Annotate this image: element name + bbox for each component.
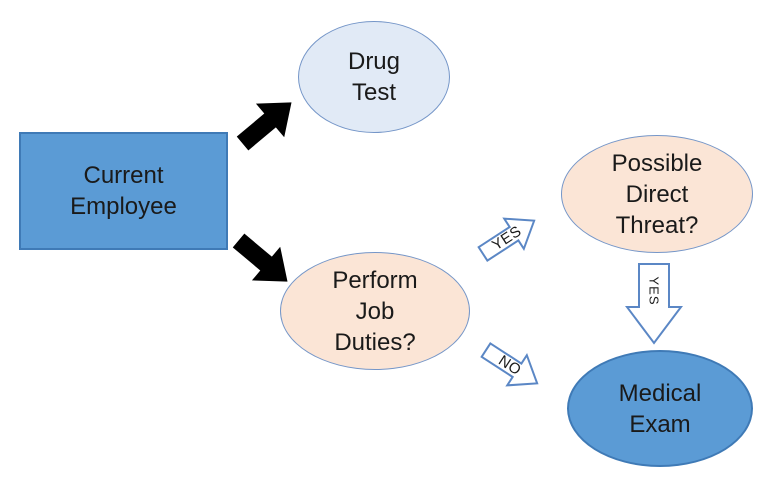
node-label-line: Test <box>351 79 396 106</box>
yes-label-vertical: YES <box>646 276 662 306</box>
node-label-line: Exam <box>629 410 691 438</box>
yes-arrow-perform-to-threat: YES <box>471 203 546 271</box>
node-label-line: Possible <box>611 149 703 177</box>
node-label-line: Drug <box>347 48 401 75</box>
yes-arrow-threat-to-exam: YES <box>625 263 683 345</box>
outlined-arrow-shape <box>625 263 683 345</box>
node-possible-direct-threat: Possible Direct Threat? <box>561 135 753 253</box>
black-arrow-to-drug-test <box>228 86 305 161</box>
node-label-line: Perform <box>332 266 418 294</box>
outlined-arrow-icon <box>477 217 536 262</box>
node-drug-test: Drug Test <box>298 21 450 133</box>
node-perform-job-duties: Perform Job Duties? <box>280 252 470 370</box>
node-current-employee: Current Employee <box>19 132 228 250</box>
block-arrow-shape <box>232 233 288 282</box>
block-arrow-shape <box>236 102 292 151</box>
outlined-arrow-icon <box>480 342 539 387</box>
node-label-line: Duties? <box>334 328 416 356</box>
node-label-line: Direct <box>625 180 689 208</box>
outlined-down-arrow-icon <box>625 263 683 345</box>
node-label-line: Threat? <box>615 211 699 239</box>
node-label-line: Employee <box>70 193 177 220</box>
node-label-line: Job <box>355 297 395 325</box>
outlined-arrow-shape <box>480 342 539 387</box>
node-medical-exam: Medical Exam <box>567 350 753 467</box>
block-arrow-icon <box>232 233 288 282</box>
node-label-line: Current <box>83 162 164 189</box>
block-arrow-icon <box>236 102 292 151</box>
black-arrow-to-perform-job-duties <box>224 224 301 299</box>
no-arrow-perform-to-exam: NO <box>474 333 549 401</box>
outlined-arrow-shape <box>477 217 536 262</box>
node-label-line: Medical <box>618 379 702 407</box>
